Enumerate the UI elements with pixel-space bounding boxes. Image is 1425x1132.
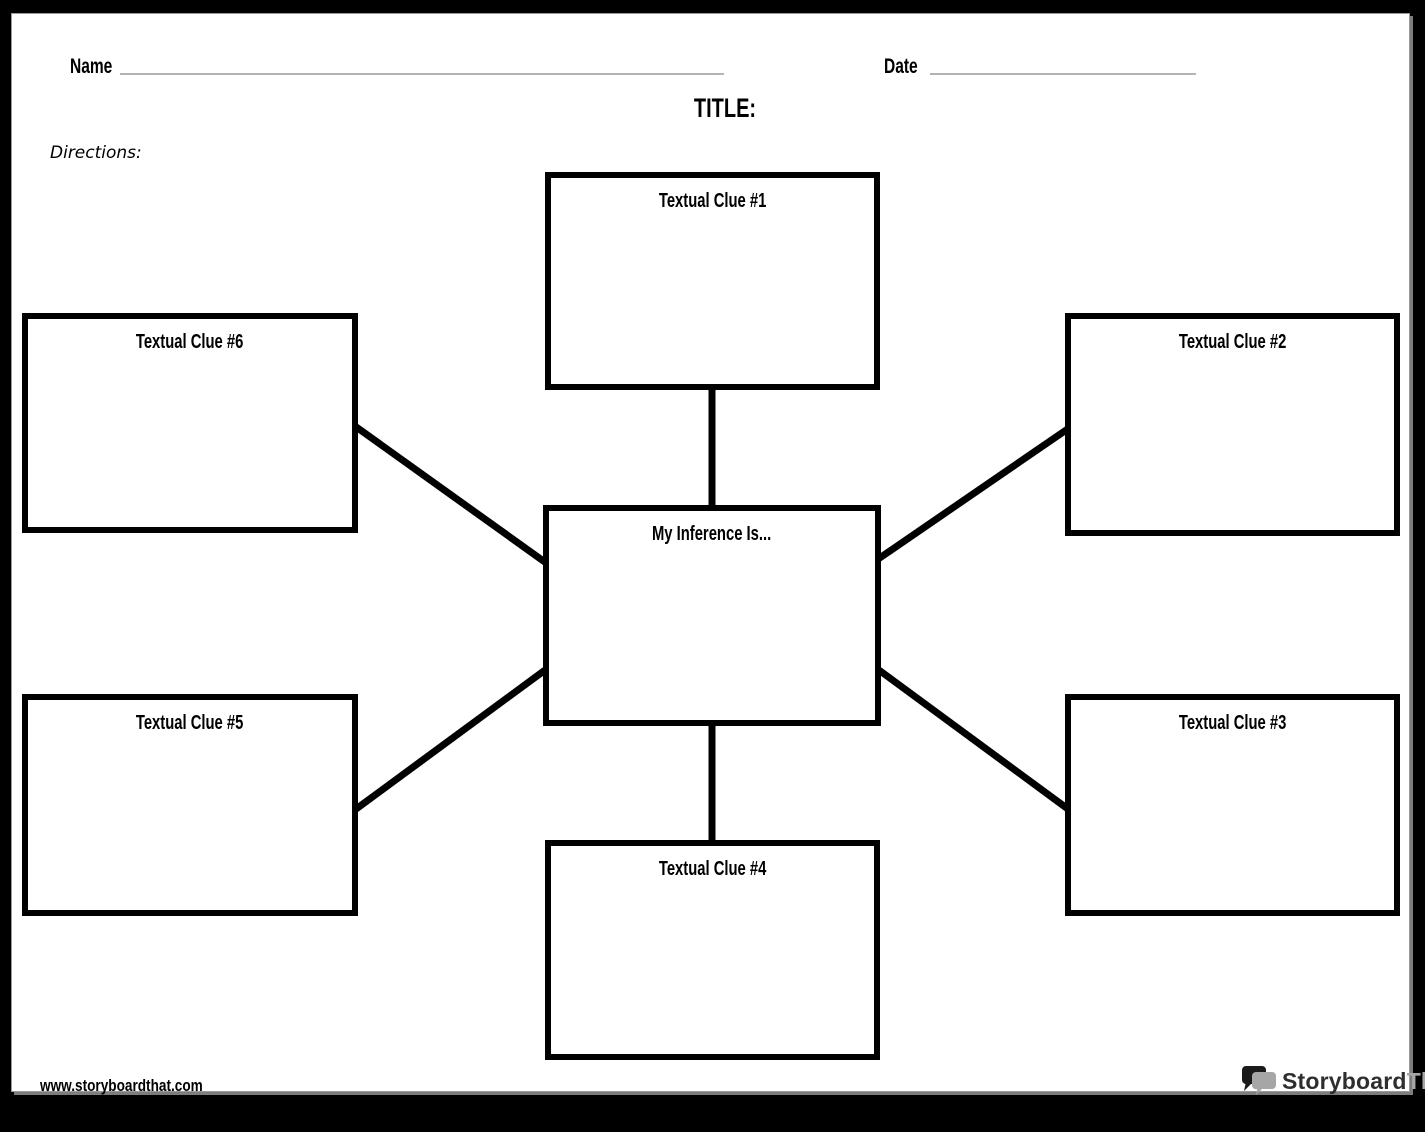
name-label-text: Name <box>70 55 113 78</box>
inference-center-box[interactable]: My Inference Is... <box>543 505 881 726</box>
textual-clue-4-box[interactable]: Textual Clue #4 <box>545 840 880 1060</box>
textual-clue-6-title: Textual Clue #6 <box>136 331 244 353</box>
name-label: Name <box>70 55 127 79</box>
textual-clue-1-title: Textual Clue #1 <box>658 190 767 212</box>
textual-clue-3-title: Textual Clue #3 <box>1178 712 1287 734</box>
date-label: Date <box>884 55 930 79</box>
textual-clue-1-box[interactable]: Textual Clue #1 <box>545 172 880 390</box>
speech-bubbles-icon <box>1241 1066 1276 1095</box>
logo-word-primary: Storyboard <box>1282 1067 1407 1094</box>
date-label-text: Date <box>884 55 918 78</box>
page-title-text: TITLE: <box>693 93 756 123</box>
date-input-line[interactable] <box>930 73 1196 75</box>
directions-label: Directions: <box>50 143 142 163</box>
textual-clue-4-title: Textual Clue #4 <box>658 858 767 880</box>
textual-clue-6-box[interactable]: Textual Clue #6 <box>22 313 358 533</box>
inference-center-title: My Inference Is... <box>652 523 772 545</box>
textual-clue-5-title: Textual Clue #5 <box>136 712 244 734</box>
logo-wordmark: StoryboardThat <box>1282 1068 1425 1095</box>
storyboardthat-logo: StoryboardThat <box>1240 1064 1425 1098</box>
textual-clue-5-box[interactable]: Textual Clue #5 <box>22 694 358 916</box>
page-title: TITLE: <box>12 93 1425 124</box>
textual-clue-2-box[interactable]: Textual Clue #2 <box>1065 313 1400 536</box>
textual-clue-2-title: Textual Clue #2 <box>1178 331 1287 353</box>
footer-url-text: www.storyboardthat.com <box>40 1076 203 1095</box>
footer-url: www.storyboardthat.com <box>40 1076 243 1096</box>
textual-clue-3-box[interactable]: Textual Clue #3 <box>1065 694 1400 916</box>
name-input-line[interactable] <box>120 73 724 75</box>
logo-word-secondary: That <box>1406 1067 1425 1094</box>
